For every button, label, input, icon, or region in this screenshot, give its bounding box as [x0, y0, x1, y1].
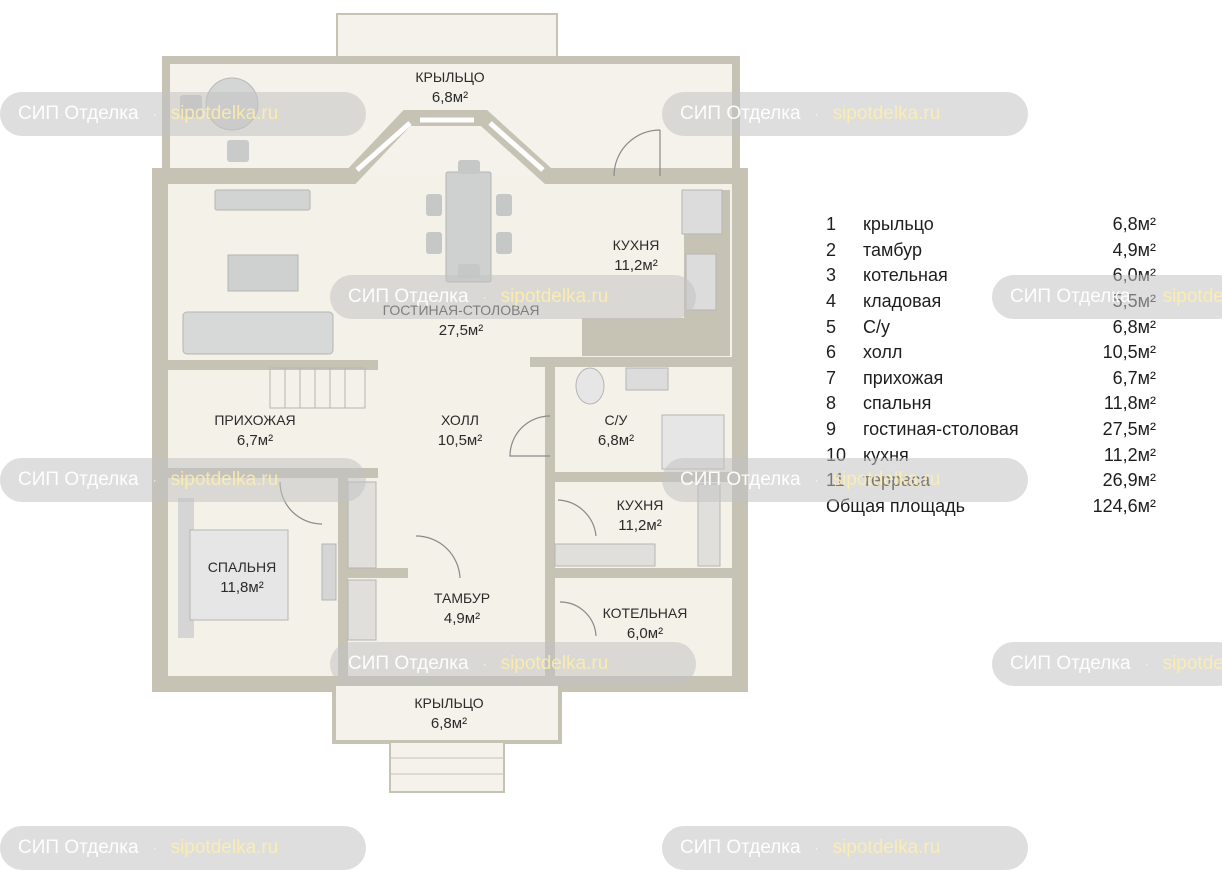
legend-room-area: 6,8м² — [1112, 214, 1156, 235]
legend-room-name: котельная — [863, 265, 948, 286]
legend-number: 7 — [826, 367, 837, 388]
room-name-porch-bottom: КРЫЛЬЦО — [414, 695, 483, 711]
legend-row: 1 крыльцо 6,8м² — [826, 212, 1156, 238]
room-area-kitchen: 11,2м² — [614, 257, 657, 274]
legend-row: 3 котельная 6,0м² — [826, 263, 1156, 289]
legend-room-name: С/у — [863, 316, 890, 337]
room-labels: КРЫЛЬЦО 6,8м² КУХНЯ 11,2м² ГОСТИНАЯ-СТОЛ… — [208, 69, 688, 732]
legend-room-name: кухня — [863, 444, 909, 465]
legend-number: 6 — [826, 342, 837, 363]
sofa — [182, 311, 334, 355]
room-name-vestibule: ТАМБУР — [434, 590, 490, 606]
legend-row: 7 прихожая 6,7м² — [826, 366, 1156, 392]
living-furniture — [182, 160, 723, 355]
legend-room-area: 6,7м² — [1112, 367, 1156, 388]
legend-room-area: 6,8м² — [1112, 316, 1156, 337]
legend-number: 11 — [826, 470, 845, 491]
room-name-boiler: КОТЕЛЬНАЯ — [603, 605, 688, 621]
legend-row: 11 терраса 26,9м² — [826, 468, 1156, 494]
chair — [426, 232, 442, 254]
shower — [661, 414, 725, 470]
room-area-vestibule: 4,9м² — [444, 610, 480, 627]
bay-window — [355, 117, 545, 172]
legend-number: 3 — [826, 265, 837, 286]
legend-room-name: гостиная-столовая — [863, 419, 1019, 440]
legend-room-name: терраса — [863, 470, 931, 491]
room-area-kitchen-lower: 11,2м² — [618, 517, 661, 534]
legend-room-name: холл — [863, 342, 903, 363]
room-name-living: ГОСТИНАЯ-СТОЛОВАЯ — [383, 302, 540, 318]
bed — [189, 529, 289, 621]
room-name-hall: ХОЛЛ — [441, 412, 479, 428]
room-area-porch-bottom: 6,8м² — [431, 715, 467, 732]
sink — [685, 253, 717, 311]
room-area-hall: 10,5м² — [438, 432, 483, 449]
room-area-bath: 6,8м² — [598, 432, 634, 449]
legend-room-area: 26,9м² — [1102, 470, 1156, 491]
area-legend: 1 крыльцо 6,8м² 2 тамбур 4,9м² 3 котельная 6,0м²… — [826, 212, 1156, 519]
washbasin — [625, 367, 669, 391]
room-area-living: 27,5м² — [439, 322, 484, 339]
legend-number: 5 — [826, 316, 837, 337]
legend-row: 9 гостиная-столовая 27,5м² — [826, 417, 1156, 443]
legend-number: 10 — [826, 444, 847, 465]
legend-room-area: 10,5м² — [1102, 342, 1156, 363]
legend-total: Общая площадь 124,6м² — [826, 494, 1156, 520]
legend-room-area: 4,9м² — [1112, 239, 1156, 260]
chair — [496, 194, 512, 216]
total-area: 124,6м² — [1092, 495, 1156, 516]
room-area-bedroom: 11,8м² — [220, 579, 263, 596]
legend-row: 8 спальня 11,8м² — [826, 391, 1156, 417]
room-name-bath: С/У — [605, 412, 628, 428]
legend-number: 4 — [826, 291, 837, 312]
legend-number: 2 — [826, 239, 837, 260]
legend-room-area: 5,5м² — [1112, 291, 1156, 312]
total-label: Общая площадь — [826, 495, 966, 516]
legend-room-name: спальня — [863, 393, 932, 414]
dresser — [321, 543, 337, 601]
room-name-hall-entry: ПРИХОЖАЯ — [214, 412, 295, 428]
chair — [426, 194, 442, 216]
staircase — [269, 367, 366, 409]
legend-row: 6 холл 10,5м² — [826, 340, 1156, 366]
bottom-porch — [332, 682, 562, 793]
legend-number: 1 — [826, 214, 837, 235]
legend-number: 8 — [826, 393, 837, 414]
room-name-kitchen: КУХНЯ — [613, 237, 660, 253]
chair — [180, 95, 202, 117]
tv-stand — [214, 189, 311, 211]
legend-room-area: 6,0м² — [1112, 265, 1156, 286]
round-table — [205, 77, 259, 131]
legend-room-name: крыльцо — [863, 214, 934, 235]
legend-row: 10 кухня 11,2м² — [826, 442, 1156, 468]
room-name-porch-top: КРЫЛЬЦО — [415, 69, 484, 85]
legend-room-name: тамбур — [863, 239, 922, 260]
room-area-porch-top: 6,8м² — [432, 89, 468, 106]
legend-room-area: 11,8м² — [1103, 393, 1156, 414]
room-name-kitchen-lower: КУХНЯ — [617, 497, 664, 513]
chair — [227, 140, 249, 162]
legend-row: 4 кладовая 5,5м² — [826, 289, 1156, 315]
toilet — [575, 367, 605, 405]
chair — [496, 232, 512, 254]
legend-row: 2 тамбур 4,9м² — [826, 238, 1156, 264]
legend-room-area: 11,2м² — [1103, 444, 1156, 465]
stove — [681, 189, 723, 235]
chair — [458, 160, 480, 174]
legend-row: 5 С/у 6,8м² — [826, 314, 1156, 340]
room-area-hall-entry: 6,7м² — [237, 432, 273, 449]
legend-number: 9 — [826, 419, 837, 440]
legend-room-name: кладовая — [863, 291, 942, 312]
legend-room-area: 27,5м² — [1102, 419, 1156, 440]
legend-room-name: прихожая — [863, 367, 944, 388]
room-name-bedroom: СПАЛЬНЯ — [208, 559, 276, 575]
coffee-table — [227, 254, 299, 292]
chair — [458, 264, 480, 278]
room-area-boiler: 6,0м² — [627, 625, 663, 642]
bedroom-furniture — [178, 498, 337, 638]
